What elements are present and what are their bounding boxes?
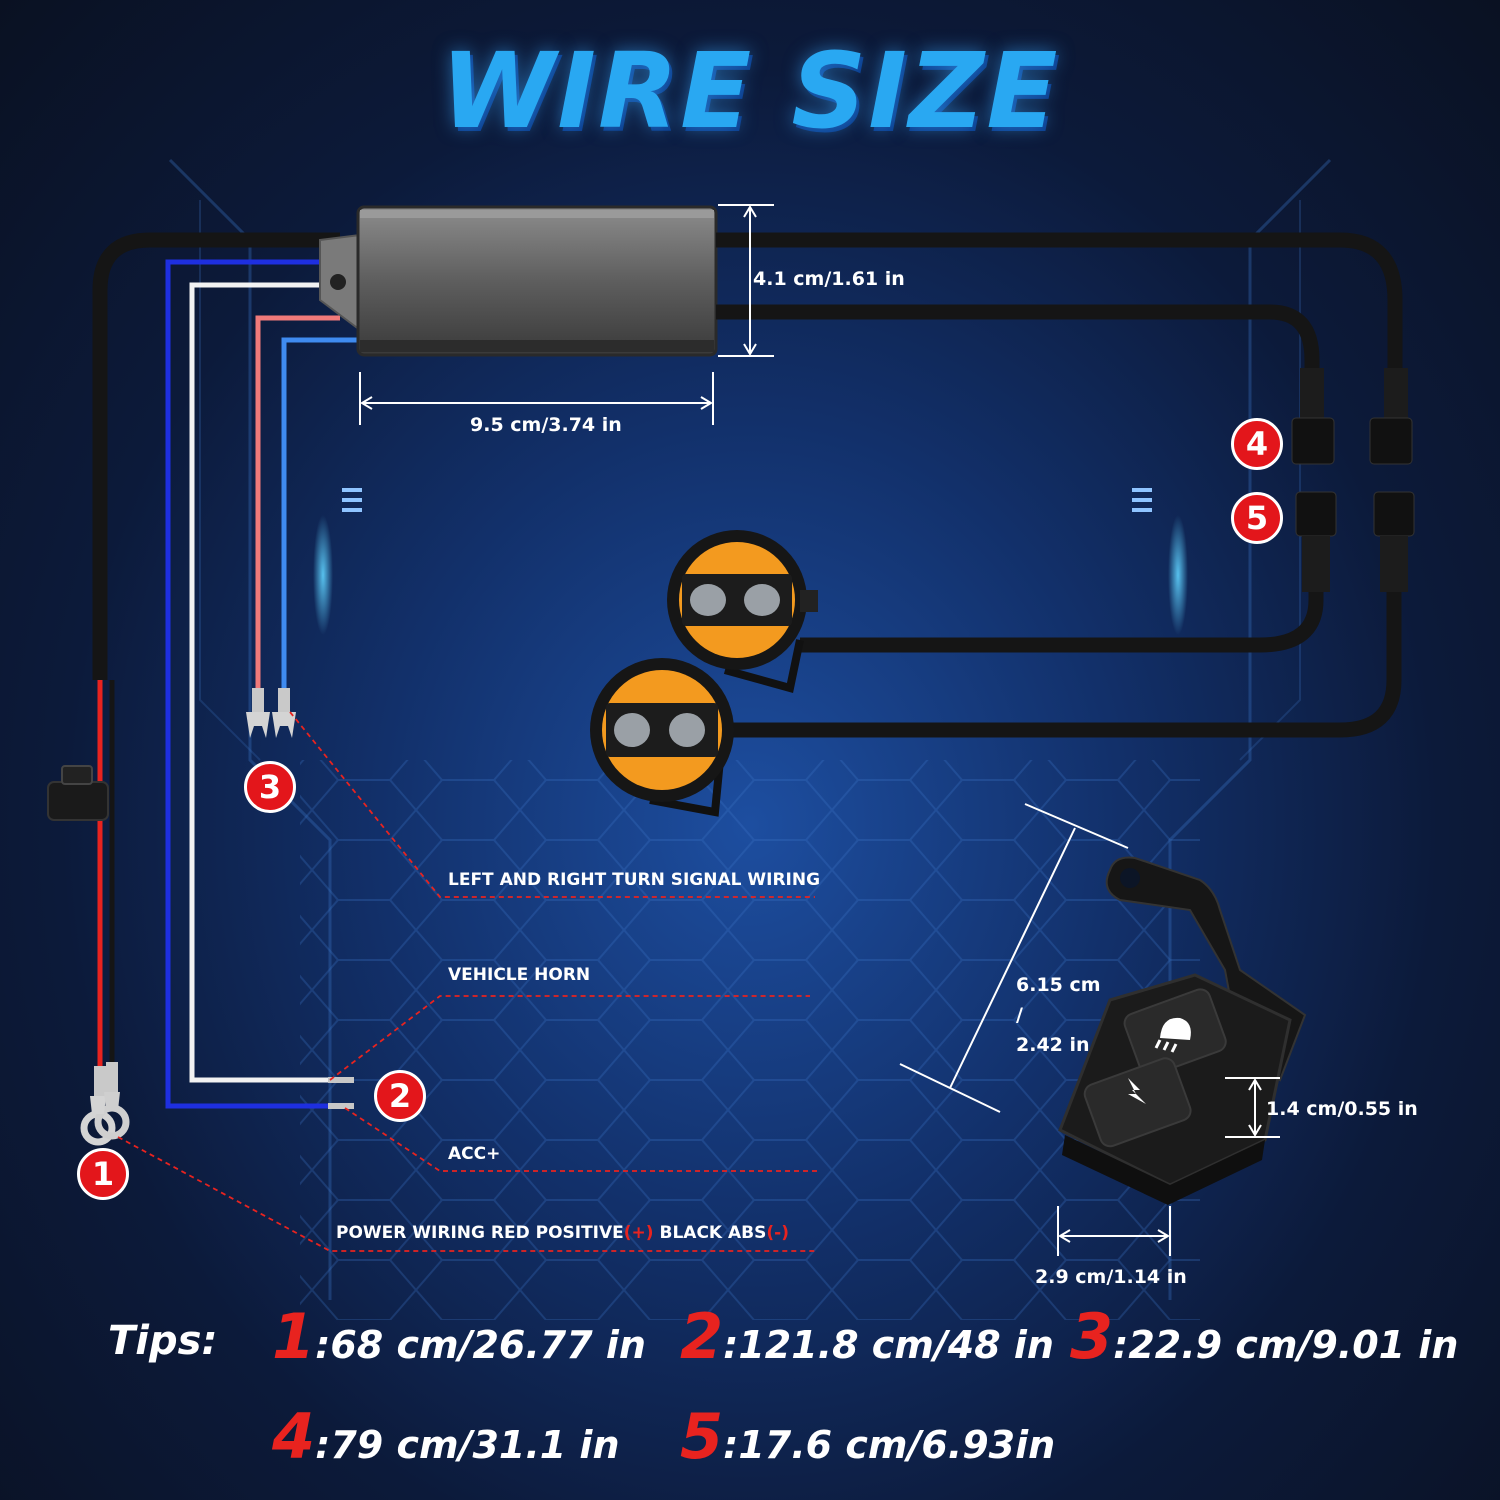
power-ring-terminals [80, 1062, 130, 1146]
badge-5: 5 [1231, 492, 1283, 544]
power-positive-sign: (+) [623, 1223, 654, 1243]
controller-module [319, 205, 718, 357]
badge-2: 2 [374, 1070, 426, 1122]
badge-4: 4 [1231, 418, 1283, 470]
badge-1: 1 [77, 1148, 129, 1200]
flash-icon [1128, 1078, 1146, 1104]
tip-2-value: :121.8 cm/48 in [723, 1323, 1054, 1367]
wire-pink-turn [255, 315, 340, 690]
wire-output-outer [716, 232, 1403, 370]
tip-2: 2:121.8 cm/48 in [680, 1300, 1054, 1373]
connector-4-pair [1291, 368, 1413, 465]
fuse-holder [47, 765, 109, 821]
power-wiring-label: POWER WIRING RED POSITIVE(+) BLACK ABS(-… [336, 1223, 789, 1243]
turn-signal-terminals [246, 688, 296, 738]
controller-height-label: 4.1 cm/1.61 in [753, 268, 905, 290]
wire-black-main [92, 232, 340, 680]
tip-1-value: :68 cm/26.77 in [315, 1323, 646, 1367]
lamp-lower [590, 658, 734, 817]
switch-length-cm-label: 6.15 cm [1016, 974, 1101, 996]
tips-heading: Tips: [108, 1318, 218, 1364]
lamp-icon [1154, 1017, 1191, 1053]
wire-lamp-upper [800, 592, 1324, 653]
leader-lines [117, 711, 818, 1252]
tip-5: 5:17.6 cm/6.93in [680, 1400, 1055, 1473]
acc-wire-tip [328, 1103, 354, 1109]
horn-wire-tip [328, 1077, 354, 1083]
power-wiring-text-b: BLACK ABS [653, 1223, 767, 1243]
badge-3: 3 [244, 761, 296, 813]
wire-white-horn [189, 282, 330, 1083]
page-title: WIRE SIZE [440, 30, 1060, 152]
connector-5-pair [1295, 491, 1415, 592]
controller-width-label: 9.5 cm/3.74 in [470, 414, 622, 436]
tip-1-number: 1 [272, 1300, 316, 1373]
tip-4-number: 4 [272, 1400, 316, 1473]
tip-5-number: 5 [680, 1400, 724, 1473]
wire-lightblue-turn [281, 337, 358, 690]
switch-length-in-label: 2.42 in [1016, 1034, 1090, 1056]
vehicle-horn-label: VEHICLE HORN [448, 965, 591, 985]
power-negative-sign: (-) [766, 1223, 789, 1243]
tip-3-value: :22.9 cm/9.01 in [1113, 1323, 1459, 1367]
dimension-controller-width [359, 372, 714, 425]
tip-4-value: :79 cm/31.1 in [315, 1423, 620, 1467]
wire-output-inner [716, 304, 1320, 370]
background-decoration [168, 158, 1332, 1320]
wire-lamp-lower [730, 592, 1402, 738]
dimension-switch-button [1225, 1077, 1280, 1138]
switch-length-separator: / [1016, 1004, 1023, 1026]
turn-signal-label: LEFT AND RIGHT TURN SIGNAL WIRING [448, 870, 821, 890]
tip-1: 1:68 cm/26.77 in [272, 1300, 646, 1373]
tip-3: 3:22.9 cm/9.01 in [1070, 1300, 1458, 1373]
lamp-upper [667, 530, 818, 693]
dimension-switch-length [899, 803, 1129, 1113]
switch-width-label: 2.9 cm/1.14 in [1035, 1266, 1187, 1288]
power-wiring-text-a: POWER WIRING RED POSITIVE [336, 1223, 624, 1243]
tip-5-value: :17.6 cm/6.93in [723, 1423, 1056, 1467]
wire-blue-acc [165, 259, 330, 1109]
acc-label: ACC+ [448, 1144, 501, 1164]
tip-4: 4:79 cm/31.1 in [272, 1400, 620, 1473]
dimension-switch-width [1057, 1206, 1171, 1256]
tip-3-number: 3 [1070, 1300, 1114, 1373]
dimension-controller-height [718, 204, 774, 357]
tip-2-number: 2 [680, 1300, 724, 1373]
switch-button-label: 1.4 cm/0.55 in [1266, 1098, 1418, 1120]
